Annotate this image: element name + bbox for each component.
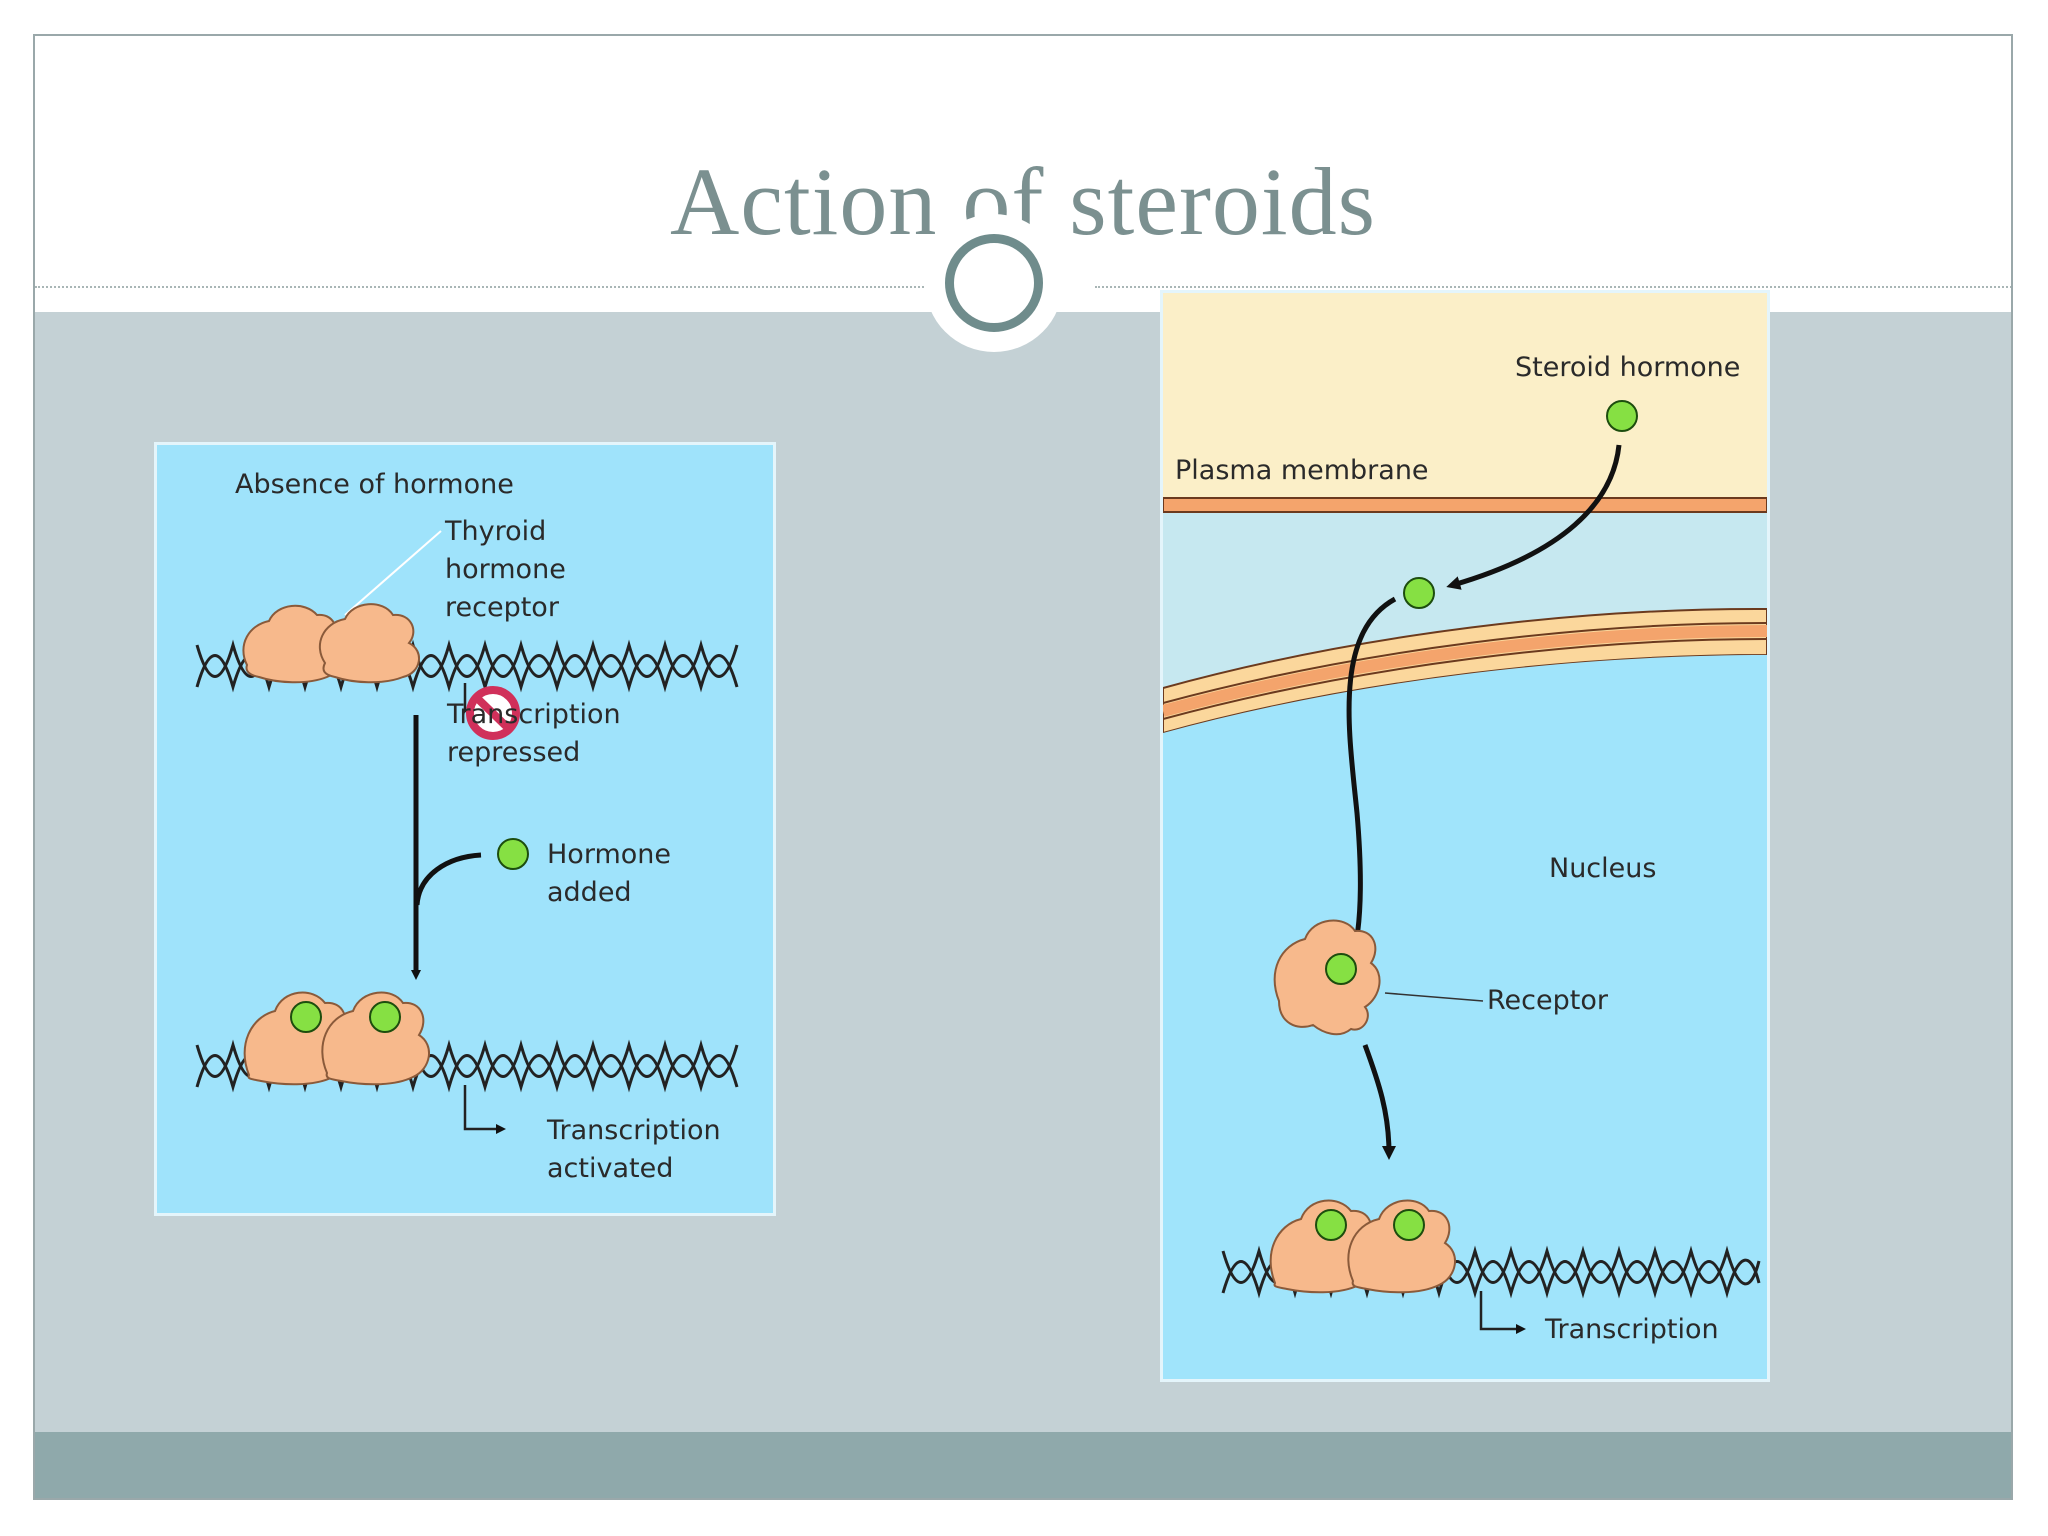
repression-symbol-icon bbox=[466, 686, 520, 740]
nucleus bbox=[1163, 655, 1767, 1379]
transcription-activated-line-2: activated bbox=[547, 1153, 673, 1184]
cytoplasmic-hormone-icon bbox=[1403, 577, 1435, 609]
hormone-added-icon bbox=[497, 838, 529, 870]
plasma-membrane-label: Plasma membrane bbox=[1175, 455, 1429, 486]
receptor-leader-line bbox=[1384, 992, 1484, 1002]
transcription-label: Transcription bbox=[1544, 1314, 1719, 1345]
nuclear-entry-arrow bbox=[1346, 596, 1397, 970]
title-divider-left bbox=[35, 286, 960, 288]
extracellular-space bbox=[1163, 293, 1767, 507]
transcription-start-arrow bbox=[463, 1085, 506, 1134]
footer-bar bbox=[35, 1432, 2011, 1498]
thyroid-receptor-diagram: Absence of hormone Thyroid hormone recep… bbox=[195, 469, 739, 1184]
hormone-added-line-2: added bbox=[547, 877, 632, 908]
hormone-entry-arrow bbox=[1446, 444, 1622, 590]
receptor-dimer-unbound bbox=[242, 603, 420, 684]
receptor-dimer-bound bbox=[243, 991, 430, 1086]
receptor-bound-hormone-icon bbox=[1325, 953, 1357, 985]
transcription-repressed-line-1: Transcription bbox=[446, 699, 621, 730]
steroid-hormone-icon bbox=[1606, 400, 1638, 432]
transcription-activated-line-1: Transcription bbox=[546, 1115, 721, 1146]
transcription-repressed-line-2: repressed bbox=[447, 737, 580, 768]
hormone-added-line-1: Hormone bbox=[547, 839, 671, 870]
dimer-hormone-icon bbox=[1315, 1209, 1347, 1241]
receptor-label-line-2: hormone bbox=[445, 554, 566, 585]
thyroid-receptor-figure: Absence of hormone Thyroid hormone recep… bbox=[154, 442, 776, 1216]
dimer-hormone-icon bbox=[1393, 1209, 1425, 1241]
steroid-action-figure: Steroid hormone Plasma membrane Nucleus … bbox=[1160, 290, 1770, 1382]
receptor-label: Receptor bbox=[1487, 985, 1609, 1016]
steroid-receptor bbox=[1273, 919, 1381, 1036]
plasma-membrane bbox=[1163, 497, 1767, 513]
dna-binding-arrow bbox=[1362, 1044, 1396, 1160]
bound-hormone-icon bbox=[290, 1001, 322, 1033]
receptor-dimer-on-dna bbox=[1269, 1199, 1456, 1294]
receptor-label-line-3: receptor bbox=[445, 592, 560, 623]
transcription-start-arrow bbox=[1479, 1291, 1526, 1334]
nucleus-label: Nucleus bbox=[1549, 853, 1656, 884]
receptor-label-line-1: Thyroid bbox=[444, 516, 546, 547]
receptor-leader-line bbox=[344, 530, 442, 616]
steroid-hormone-label: Steroid hormone bbox=[1515, 352, 1740, 383]
title-divider-right bbox=[1095, 286, 2011, 288]
hormone-join-curve bbox=[414, 852, 482, 906]
bound-hormone-icon bbox=[369, 1001, 401, 1033]
title-ring-ornament bbox=[925, 214, 1063, 352]
steroid-action-diagram: Steroid hormone Plasma membrane Nucleus … bbox=[1163, 293, 1767, 1379]
absence-of-hormone-label: Absence of hormone bbox=[235, 469, 514, 500]
